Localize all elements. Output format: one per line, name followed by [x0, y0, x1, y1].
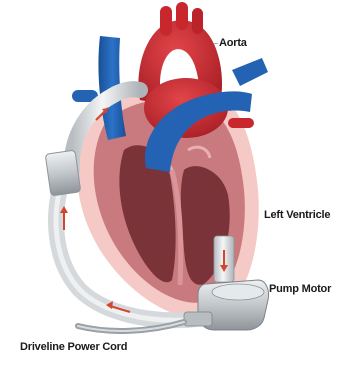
driveline-power-cord-label: Driveline Power Cord [20, 341, 127, 353]
left-ventricle-label: Left Ventricle [264, 209, 330, 221]
graft-connector [45, 150, 81, 196]
leader-aorta [214, 43, 218, 44]
aorta-branch-1 [160, 6, 172, 36]
aorta-branch-3 [192, 8, 203, 34]
pulmonary-branch [232, 58, 268, 86]
pump-motor-cap [212, 284, 264, 300]
aorta-branch-2 [176, 2, 188, 30]
aorta-label: Aorta [219, 37, 247, 49]
pulmonary-vein-small-2 [228, 118, 254, 128]
pump-motor-ring [184, 312, 212, 326]
pump-motor-label: Pump Motor [269, 283, 331, 295]
